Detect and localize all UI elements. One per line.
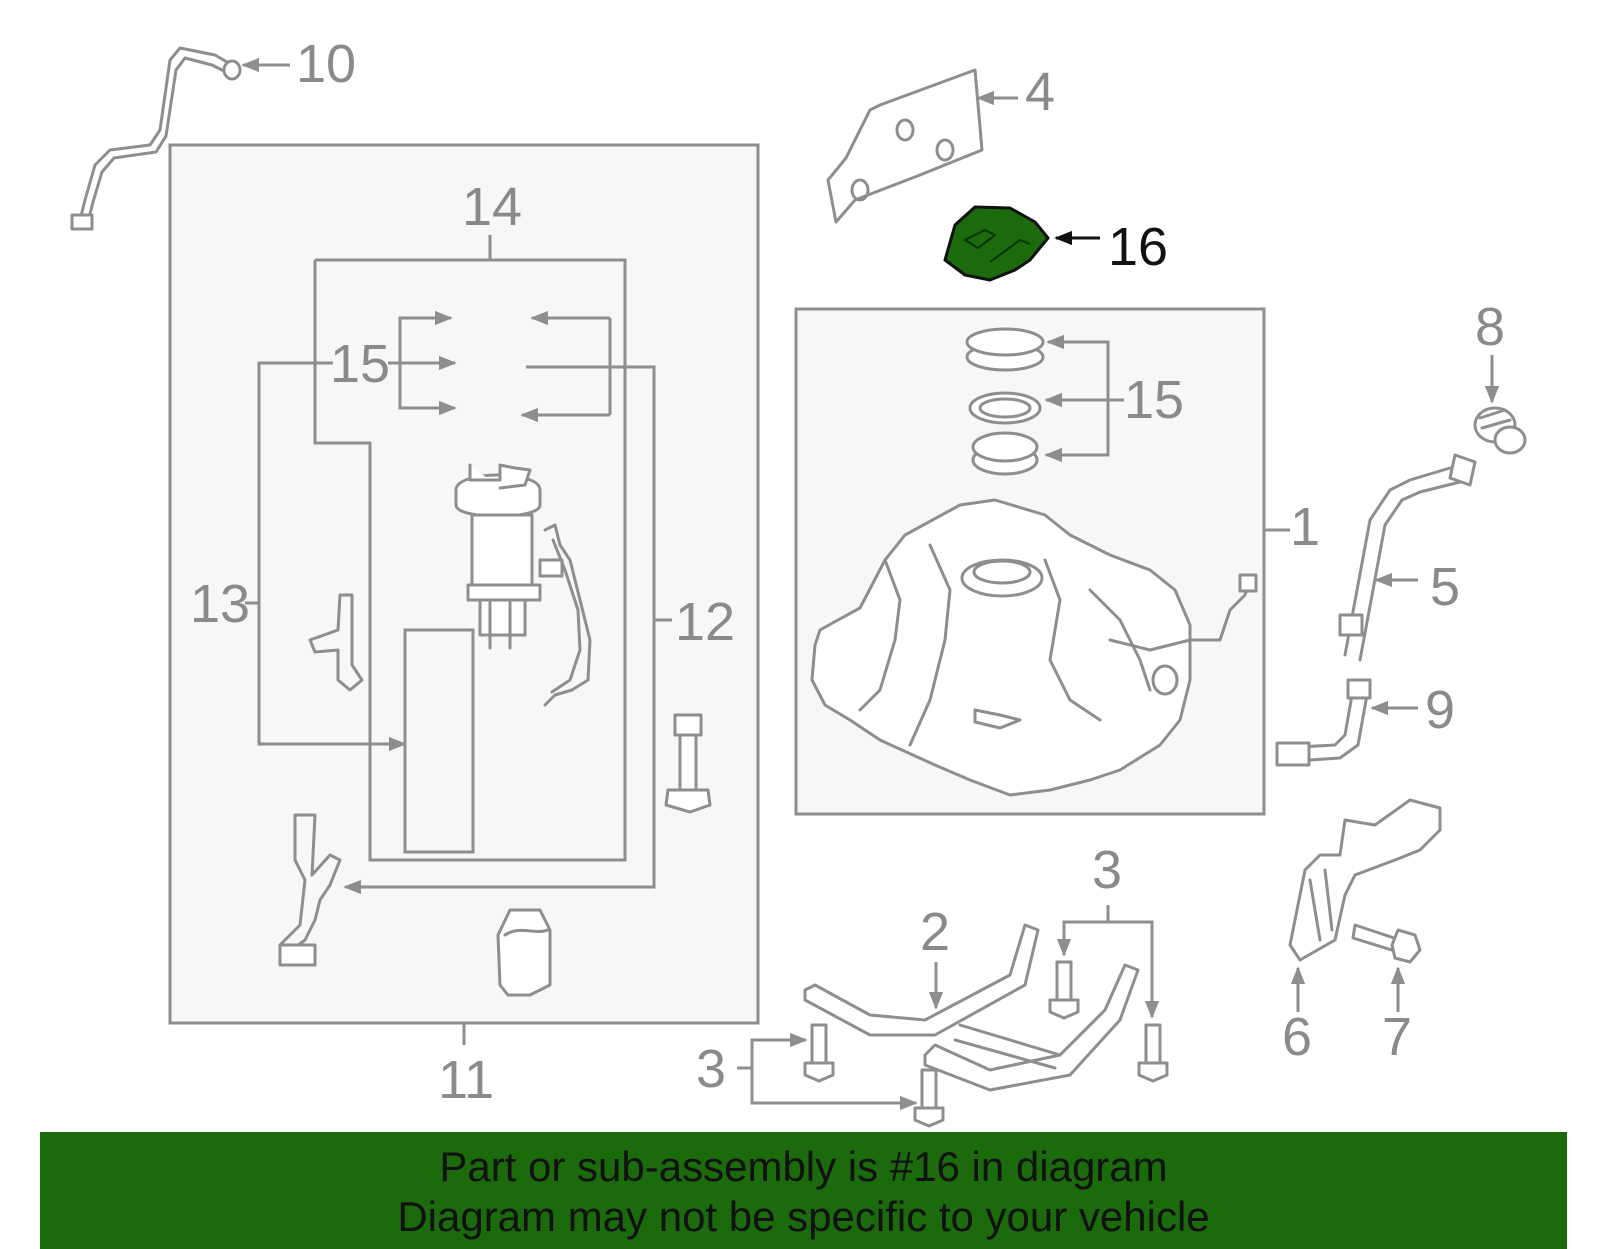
tank-gaskets bbox=[965, 327, 1045, 476]
wiring-harness bbox=[538, 523, 592, 707]
breather-hose bbox=[1275, 678, 1372, 767]
fuel-cap bbox=[1473, 406, 1527, 455]
callout-9: 9 bbox=[1425, 680, 1455, 740]
fuel-feed-hose bbox=[70, 46, 242, 231]
tank-straps bbox=[803, 923, 1140, 1092]
flange-bolt-7 bbox=[1351, 923, 1422, 964]
banner-line-1: Part or sub-assembly is #16 in diagram bbox=[439, 1143, 1168, 1190]
bolt bbox=[913, 1068, 945, 1128]
filler-pipe-protector bbox=[1288, 798, 1442, 962]
info-banner: Part or sub-assembly is #16 in diagram D… bbox=[40, 1132, 1567, 1249]
filler-neck bbox=[1338, 453, 1477, 662]
fuel-pump-assembly-box bbox=[168, 143, 760, 1025]
callout-15-left: 15 bbox=[330, 334, 390, 394]
callout-13: 13 bbox=[190, 574, 250, 634]
callout-3-bottom: 3 bbox=[696, 1039, 726, 1099]
callout-10: 10 bbox=[296, 34, 356, 94]
callout-12: 12 bbox=[675, 592, 735, 652]
heat-shield bbox=[826, 68, 984, 224]
callout-8: 8 bbox=[1475, 297, 1505, 357]
callout-5: 5 bbox=[1430, 557, 1460, 617]
bolt bbox=[803, 1023, 835, 1083]
callout-16: 16 bbox=[1108, 217, 1168, 277]
callout-3-top: 3 bbox=[1092, 840, 1122, 900]
highlighted-part-16 bbox=[943, 205, 1050, 282]
callout-14: 14 bbox=[462, 177, 522, 237]
bolt bbox=[1137, 1023, 1169, 1083]
callout-4: 4 bbox=[1025, 62, 1055, 122]
fuel-pump bbox=[454, 463, 542, 650]
sender-bracket bbox=[308, 593, 364, 692]
callout-2: 2 bbox=[920, 902, 950, 962]
callout-11: 11 bbox=[438, 1050, 494, 1110]
fuel-pump-module-outline bbox=[313, 258, 627, 862]
fuel-tank bbox=[810, 498, 1258, 797]
fuel-pump-lower-bracket bbox=[278, 813, 342, 967]
pressure-regulator bbox=[664, 713, 712, 814]
banner-line-2: Diagram may not be specific to your vehi… bbox=[397, 1193, 1210, 1240]
bolt bbox=[1048, 960, 1080, 1020]
callout-1: 1 bbox=[1290, 497, 1320, 557]
callout-7: 7 bbox=[1382, 1007, 1412, 1067]
fuel-strainer bbox=[496, 908, 552, 997]
callout-15-right: 15 bbox=[1124, 370, 1184, 430]
callout-6: 6 bbox=[1282, 1007, 1312, 1067]
